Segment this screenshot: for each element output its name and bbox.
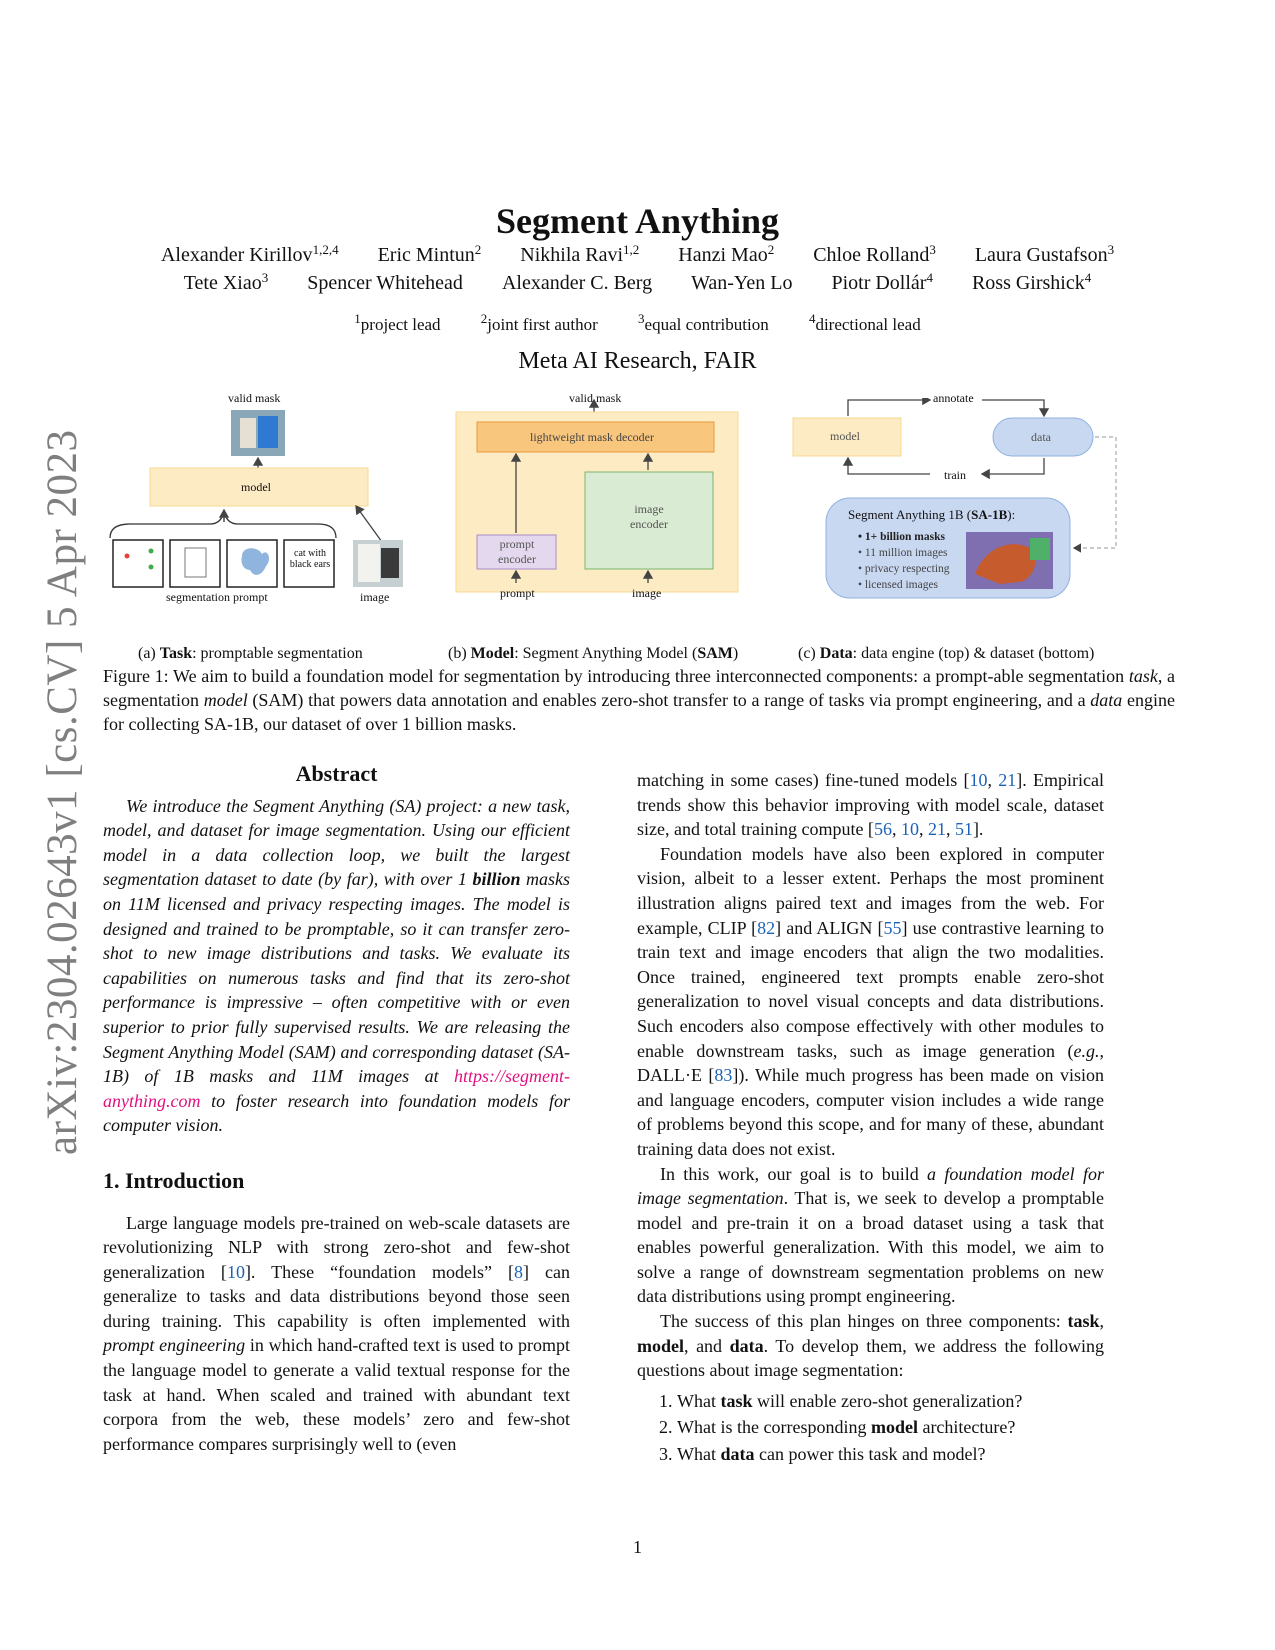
fig-c-model-label: model	[830, 429, 860, 443]
fig-b-prompt-encoder-label: prompt encoder	[478, 537, 556, 567]
task-model-box	[149, 467, 369, 507]
note: 3equal contribution	[638, 311, 769, 334]
question-item: What is the corresponding model architec…	[677, 1415, 1104, 1440]
fig-c-sa1b-title: Segment Anything 1B (SA-1B):	[848, 507, 1016, 522]
figure-1: valid mask model cat with black ears seg…	[0, 391, 1275, 648]
author: Tete Xiao3	[183, 270, 269, 294]
fig-b-prompt-encoder-line: prompt	[499, 537, 535, 551]
author: Chloe Rolland3	[813, 242, 936, 266]
figure-1-caption: Figure 1: We aim to build a foundation m…	[103, 666, 1175, 734]
right-paragraph-1: matching in some cases) fine-tuned model…	[637, 770, 1104, 840]
author: Piotr Dollár4	[831, 270, 933, 294]
author: Alexander C. Berg	[501, 272, 653, 294]
citation-link[interactable]: 51	[954, 819, 973, 840]
data-engine-model-box	[792, 417, 902, 457]
sa1b-bullet: • licensed images	[858, 579, 939, 591]
fig-c-sa1b-bullets: • 1+ billion masks • 11 million images •…	[858, 529, 950, 593]
author: Hanzi Mao2	[678, 242, 775, 266]
author-notes: 1project lead 2joint first author 3equal…	[100, 311, 1175, 335]
question-item: What data can power this task and model?	[677, 1442, 1104, 1467]
fig-a-text-prompt-line: cat with	[294, 548, 326, 559]
question-item: What task will enable zero-shot generali…	[677, 1389, 1104, 1414]
fig-a-seg-prompt-label: segmentation prompt	[166, 590, 268, 604]
note: 2joint first author	[480, 311, 598, 334]
fig-b-caption: (b) Model: Segment Anything Model (SAM)	[448, 645, 739, 662]
fig-a-caption: (a) Task: promptable segmentation	[138, 645, 363, 662]
author: Laura Gustafson3	[974, 242, 1115, 266]
abstract-heading: Abstract	[295, 761, 378, 786]
citation-link[interactable]: 8	[514, 1261, 524, 1282]
project-link[interactable]: https://segment-anything.com	[103, 1066, 570, 1111]
right-paragraph-2: Foundation models have also been explore…	[637, 843, 1104, 1159]
point-prompt-box	[112, 539, 164, 588]
author: Spencer Whitehead	[307, 272, 463, 294]
author: Ross Girshick4	[971, 270, 1092, 294]
fig-b-image-encoder-line: image	[634, 502, 664, 516]
fig-b-image-encoder-line: encoder	[630, 517, 668, 531]
citation-link[interactable]: 10	[969, 770, 988, 790]
citation-link[interactable]: 10	[226, 1261, 245, 1282]
questions-list: What task will enable zero-shot generali…	[637, 1389, 1104, 1467]
mask-decoder-box	[476, 421, 715, 453]
citation-link[interactable]: 10	[900, 819, 919, 840]
note: 4directional lead	[808, 311, 921, 334]
sa1b-bullet: • 11 million images	[858, 547, 948, 559]
note: 1project lead	[354, 311, 441, 334]
paper-title: Segment Anything	[495, 201, 780, 241]
fig-c-train-label: train	[944, 468, 966, 482]
fig-c-annotate-label: annotate	[933, 391, 974, 405]
citation-link[interactable]: 21	[998, 770, 1017, 790]
fig-a-text-prompt-line: black ears	[289, 559, 331, 570]
fig-b-decoder-label: lightweight mask decoder	[530, 430, 654, 444]
fig-a-text-prompt: cat with black ears	[288, 548, 332, 570]
citation-link[interactable]: 21	[927, 819, 946, 840]
fig-c-data-label: data	[1031, 430, 1051, 444]
image-encoder-box	[584, 471, 714, 570]
author: Eric Mintun2	[377, 242, 482, 266]
citation-link[interactable]: 83	[714, 1065, 733, 1086]
text-prompt-box	[283, 539, 335, 588]
author: Alexander Kirillov1,2,4	[160, 242, 339, 266]
intro-paragraph: Large language models pre-trained on web…	[103, 1212, 571, 1454]
citation-link[interactable]: 55	[883, 917, 902, 938]
intro-heading: 1. Introduction	[103, 1167, 245, 1193]
sa1b-bullet: • 1+ billion masks	[858, 531, 945, 543]
abstract-text: We introduce the Segment Anything (SA) p…	[103, 795, 571, 1136]
author: Wan-Yen Lo	[691, 272, 793, 294]
data-engine-data-box	[992, 417, 1094, 457]
right-paragraph-3: In this work, our goal is to build a fou…	[637, 1163, 1104, 1307]
citation-link[interactable]: 82	[757, 917, 776, 938]
affiliation: Meta AI Research, FAIR	[518, 348, 757, 374]
fig-b-prompt-encoder-line: encoder	[498, 552, 536, 566]
author: Nikhila Ravi1,2	[520, 242, 640, 266]
left-column: Abstract We introduce the Segment Anythi…	[103, 761, 571, 1456]
fig-b-prompt-label: prompt	[500, 586, 535, 600]
page-number: 1	[633, 1537, 642, 1557]
fig-a-image-label: image	[360, 590, 390, 604]
fig-b-image-encoder-label: image encoder	[590, 502, 708, 532]
fig-b-valid-mask-label: valid mask	[569, 391, 622, 405]
fig-a-model-label: model	[241, 480, 271, 494]
fig-a-valid-mask-label: valid mask	[228, 391, 281, 405]
figure-1-diagram	[109, 398, 1117, 599]
authors-row-2: Tete Xiao3 Spencer Whitehead Alexander C…	[100, 270, 1175, 295]
fig-b-image-label: image	[632, 586, 662, 600]
sa1b-bullet: • privacy respecting	[858, 563, 950, 575]
prompt-encoder-box	[476, 534, 557, 570]
citation-link[interactable]: 56	[873, 819, 892, 840]
authors-row-1: Alexander Kirillov1,2,4 Eric Mintun2 Nik…	[100, 242, 1175, 267]
right-column: matching in some cases) fine-tuned model…	[637, 768, 1104, 1469]
right-paragraph-4: The success of this plan hinges on three…	[637, 1311, 1104, 1381]
fig-c-caption: (c) Data: data engine (top) & dataset (b…	[798, 645, 1095, 662]
